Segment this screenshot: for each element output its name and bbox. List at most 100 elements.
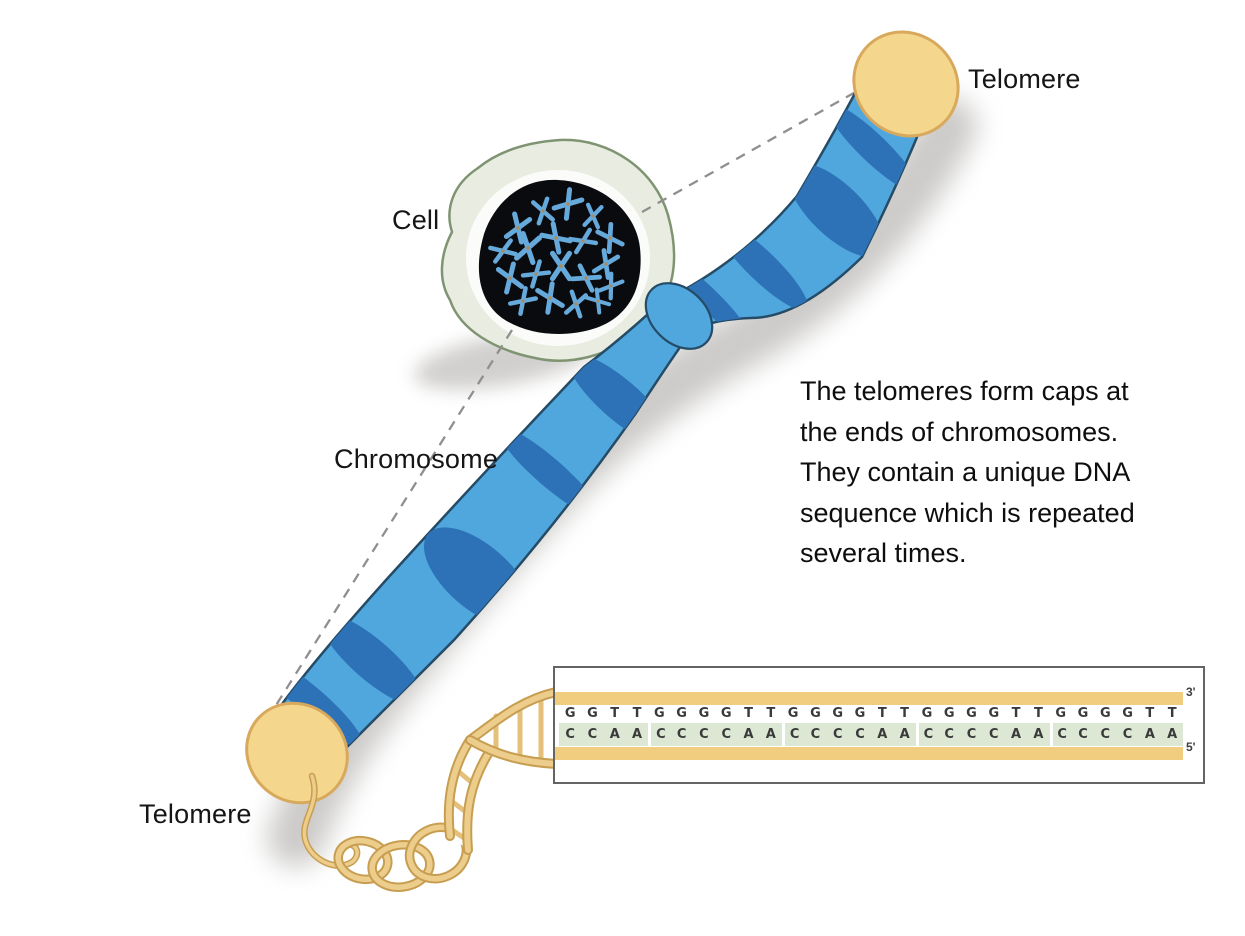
sequence-letter: G xyxy=(787,706,799,721)
sequence-letter: G xyxy=(854,706,866,721)
mini-chromosome-x xyxy=(495,261,525,295)
sequence-letter: G xyxy=(720,706,732,721)
sequence-letter: C xyxy=(915,723,939,746)
sequence-letter: T xyxy=(1167,706,1177,721)
sequence-letter: G xyxy=(564,706,576,721)
callout-lines xyxy=(267,74,885,719)
sequence-letter: A xyxy=(871,723,894,746)
sequence-letter: C xyxy=(938,723,961,746)
dashed-line-bottom xyxy=(267,329,513,719)
mini-chromosome-x xyxy=(503,211,533,245)
sequence-letter: C xyxy=(960,723,983,746)
sequence-letter: C xyxy=(1116,723,1139,746)
sequence-letter: G xyxy=(966,706,977,721)
sequence-letter: T xyxy=(766,706,776,721)
sequence-letter: A xyxy=(1004,723,1028,746)
sequence-letter: C xyxy=(1094,723,1117,746)
sequence-letter: G xyxy=(832,706,844,721)
centromere xyxy=(644,282,714,350)
sequence-letter: G xyxy=(676,706,687,721)
sequence-letter: G xyxy=(1122,706,1133,721)
dna-ribbon xyxy=(301,687,561,892)
sequence-letter: C xyxy=(559,723,582,746)
sequence-letter: G xyxy=(1055,706,1067,721)
sequence-letter: C xyxy=(715,723,738,746)
mini-chromosome-x xyxy=(595,221,625,255)
sequence-letter: G xyxy=(921,706,933,721)
nucleus xyxy=(478,179,641,334)
dna-ladder-band xyxy=(443,735,493,855)
sequence-letter: C xyxy=(670,723,693,746)
sequence-letter: A xyxy=(625,723,649,746)
sequence-letter: C xyxy=(781,723,805,746)
sequence-letter: T xyxy=(900,706,910,721)
sequence-letter: C xyxy=(648,723,671,746)
sequence-letter: G xyxy=(587,706,598,721)
mini-chromosome-x xyxy=(582,202,604,230)
mini-chromosome-x xyxy=(564,289,588,319)
sequence-letter: C xyxy=(804,723,827,746)
sequence-letter: G xyxy=(988,706,1000,721)
sequence-letter: C xyxy=(1049,723,1072,746)
mini-chromosome-x xyxy=(514,231,542,265)
telomere-label-bottom: Telomere xyxy=(139,799,252,829)
three-prime-label: 3' xyxy=(1186,685,1196,699)
sequence-letter: C xyxy=(581,723,604,746)
telomere-cap-top-graphic xyxy=(852,30,960,138)
sequence-letter: A xyxy=(603,723,626,746)
mini-chromosome-x xyxy=(535,281,565,315)
sequence-letter: C xyxy=(826,723,849,746)
sequence-letter: C xyxy=(848,723,872,746)
mini-chromosome-x xyxy=(591,248,621,280)
mini-chromosome-x xyxy=(567,227,599,255)
cell-label: Cell xyxy=(392,205,440,235)
mini-chromosome-x xyxy=(597,271,625,301)
chromosome-label: Chromosome xyxy=(334,444,499,474)
sequence-letter: G xyxy=(1099,706,1111,721)
mini-chromosome-x xyxy=(569,263,603,293)
sequence-letter: G xyxy=(698,706,710,721)
mini-chromosome-x xyxy=(531,196,555,226)
sequence-letter: A xyxy=(759,723,782,746)
mini-chromosome-x xyxy=(508,286,538,316)
sequence-letter: C xyxy=(982,723,1005,746)
mini-chromosome-x xyxy=(520,259,552,289)
caption-text: The telomeres form caps at the ends of c… xyxy=(800,376,1135,568)
sequence-letter: A xyxy=(893,723,916,746)
dna-ladder-fan xyxy=(465,687,561,769)
mini-chromosomes xyxy=(488,187,625,319)
sequence-letter: A xyxy=(1138,723,1162,746)
sequence-letter: G xyxy=(943,706,955,721)
mini-chromosome-x xyxy=(584,287,612,315)
sequence-letter: C xyxy=(692,723,716,746)
sequence-letter: T xyxy=(1033,706,1043,721)
mini-chromosome-x xyxy=(551,187,585,221)
five-prime-label: 5' xyxy=(1186,740,1196,754)
sequence-letter: T xyxy=(1011,706,1021,721)
dna-thread xyxy=(301,772,361,869)
dna-coil xyxy=(333,822,472,892)
sequence-letter: T xyxy=(610,706,620,721)
sequence-letter: T xyxy=(877,706,887,721)
sequence-letter: A xyxy=(737,723,760,746)
sequence-letter: T xyxy=(1145,706,1155,721)
telomere-label-top: Telomere xyxy=(968,64,1081,94)
sequence-letter: A xyxy=(1027,723,1050,746)
sequence-letter: G xyxy=(810,706,821,721)
strand-bar-bottom xyxy=(555,747,1183,760)
sequence-letter: C xyxy=(1071,723,1095,746)
sequence-letter: G xyxy=(1077,706,1089,721)
cell xyxy=(440,138,676,362)
mini-chromosome-x xyxy=(539,221,573,255)
mini-chromosome-x xyxy=(549,250,573,282)
sequence-letter: A xyxy=(1161,723,1184,746)
telomere-cap-bottom-graphic xyxy=(245,701,349,805)
sequence-letter: G xyxy=(654,706,665,721)
mini-chromosome-x xyxy=(488,238,518,264)
strand-bar-top xyxy=(555,692,1183,705)
